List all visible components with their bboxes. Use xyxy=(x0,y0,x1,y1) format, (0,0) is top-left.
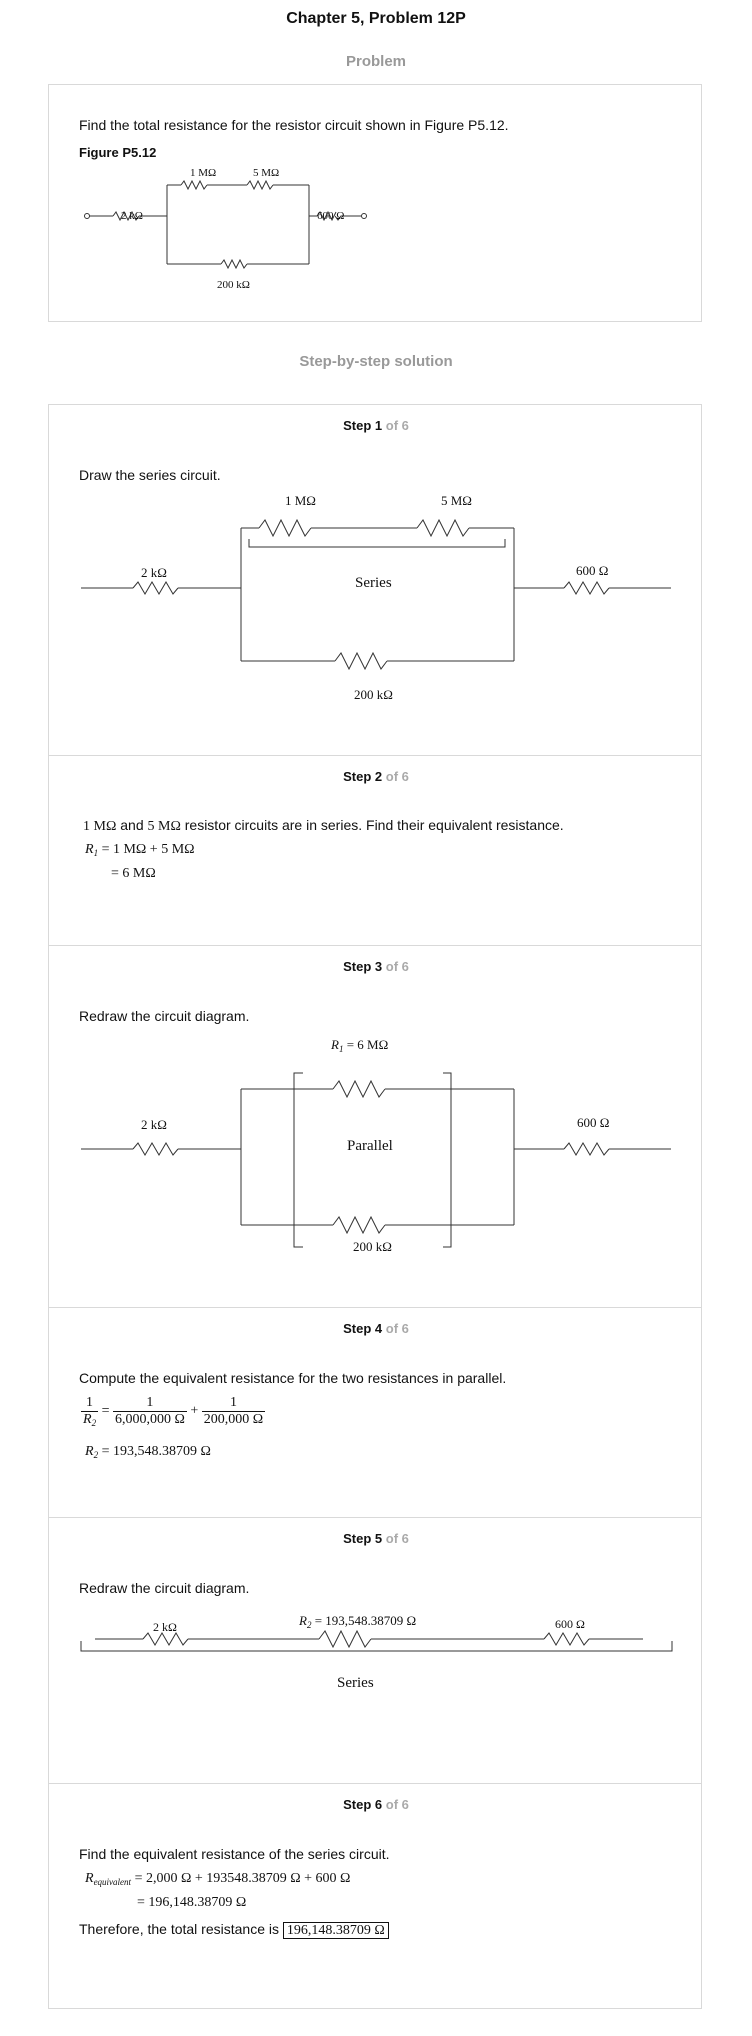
step-1-title: Step 1 of 6 xyxy=(343,418,409,433)
figure-p5-12-circuit xyxy=(84,179,337,270)
step-4-result: R2 = 193,548.38709 Ω xyxy=(85,1444,211,1460)
step-3-r-bottom-label: 200 kΩ xyxy=(353,1239,392,1254)
step-5-r-mid-label: R2 = 193,548.38709 Ω xyxy=(299,1613,417,1630)
step-1-r2-label: 5 MΩ xyxy=(441,493,472,508)
step-3-r-top-label: R1 = 6 MΩ xyxy=(331,1037,389,1054)
step-1-r-left-label: 2 kΩ xyxy=(141,565,167,580)
fig-r-bottom-label: 200 kΩ xyxy=(217,279,250,291)
problem-card: Find the total resistance for the resist… xyxy=(48,84,702,322)
fig-r2-label: 5 MΩ xyxy=(253,167,280,179)
step-divider xyxy=(49,1783,701,1784)
step-5-text: Redraw the circuit diagram. xyxy=(79,1580,250,1596)
step-1-series-circuit xyxy=(81,518,671,671)
solution-card: Step 1 of 6 Draw the series circuit. 1 M… xyxy=(48,404,702,2009)
step-divider xyxy=(49,1517,701,1518)
step-1-text: Draw the series circuit. xyxy=(79,467,221,483)
step-4-title: Step 4 of 6 xyxy=(343,1321,409,1336)
step-divider xyxy=(49,1307,701,1308)
step-2-title: Step 2 of 6 xyxy=(343,769,409,784)
step-3-title: Step 3 of 6 xyxy=(343,959,409,974)
page-title: Chapter 5, Problem 12P xyxy=(286,10,466,27)
step-6-equation-1: Requivalent = 2,000 Ω + 193548.38709 Ω +… xyxy=(85,1871,351,1887)
figure-label: Figure P5.12 xyxy=(79,145,157,160)
step-6-conclusion: Therefore, the total resistance is 196,1… xyxy=(79,1921,389,1939)
step-1-r-bottom-label: 200 kΩ xyxy=(354,687,393,702)
step-divider xyxy=(49,755,701,756)
step-2-text: 1 MΩ and 5 MΩ resistor circuits are in s… xyxy=(83,817,564,834)
solution-heading: Step-by-step solution xyxy=(299,353,453,370)
step-5-series-circuit xyxy=(80,1629,673,1652)
step-3-text: Redraw the circuit diagram. xyxy=(79,1008,250,1024)
step-6-equation-2: = 196,148.38709 Ω xyxy=(137,1895,247,1910)
step-5-r-left-label: 2 kΩ xyxy=(153,1620,177,1634)
step-3-group-label: Parallel xyxy=(347,1138,393,1154)
step-divider xyxy=(49,945,701,946)
step-6-text: Find the equivalent resistance of the se… xyxy=(79,1846,390,1862)
step-3-r-right-label: 600 Ω xyxy=(577,1115,610,1130)
fig-r1-label: 1 MΩ xyxy=(190,167,217,179)
fig-r-right-label: 600 Ω xyxy=(317,210,345,222)
final-answer: 196,148.38709 Ω xyxy=(282,1922,389,1939)
step-2-equation-2: = 6 MΩ xyxy=(111,866,156,881)
step-4-text: Compute the equivalent resistance for th… xyxy=(79,1370,507,1386)
problem-text: Find the total resistance for the resist… xyxy=(79,117,509,133)
step-5-title: Step 5 of 6 xyxy=(343,1531,409,1546)
step-3-parallel-circuit xyxy=(81,1072,671,1248)
step-2-equation-1: R1 = 1 MΩ + 5 MΩ xyxy=(85,842,195,858)
step-1-r1-label: 1 MΩ xyxy=(285,493,316,508)
step-1-group-label: Series xyxy=(355,575,392,591)
step-5-r-right-label: 600 Ω xyxy=(555,1617,585,1631)
problem-heading: Problem xyxy=(345,53,406,70)
figure-right-wire xyxy=(335,213,367,221)
step-3-r-left-label: 2 kΩ xyxy=(141,1117,167,1132)
step-5-group-label: Series xyxy=(337,1675,374,1691)
fig-r-left-label: 2 kΩ xyxy=(121,210,143,222)
step-1-r-right-label: 600 Ω xyxy=(576,563,609,578)
step-6-title: Step 6 of 6 xyxy=(343,1797,409,1812)
